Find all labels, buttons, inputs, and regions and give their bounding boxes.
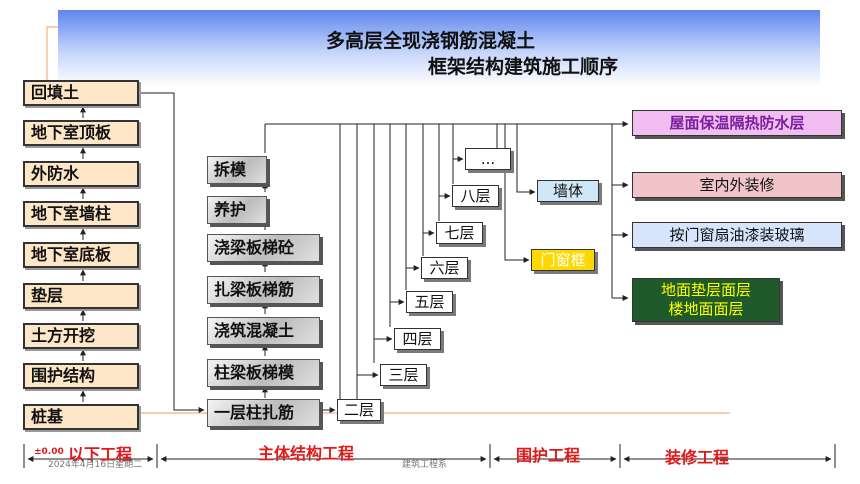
floor-finish-box: 地面垫层面层 楼地面面层 [632,278,780,322]
floor-8: 八层 [452,185,499,207]
floor-5: 五层 [406,291,453,313]
stage-external-waterproofing: 外防水 [23,161,139,187]
floor-3: 三层 [380,364,427,386]
step-pour-concrete: 浇筑混凝土 [207,317,320,345]
title-line-2: 框架结构建筑施工顺序 [428,56,619,78]
wall-box: 墙体 [537,180,599,202]
phase-main-structure: 主体结构工程 [258,444,355,463]
floor-7: 七层 [436,222,483,244]
door-window-frame-box: 门窗框 [531,249,595,271]
stage-basement-roof-slab: 地下室顶板 [23,120,139,146]
stage-backfill: 回填土 [23,80,139,106]
floor-6: 六层 [421,257,468,279]
phase-below-ground: 以下工程 [68,445,133,464]
step-formwork-removal: 拆模 [207,156,267,184]
floor-finish-line-2: 楼地面面层 [668,300,744,318]
phase-enclosure: 围护工程 [516,446,581,465]
floor-4: 四层 [394,328,441,350]
step-rebar-beam-slab-stair: 扎梁板梯筋 [207,276,320,304]
floor-2: 二层 [337,399,381,421]
interior-exterior-decoration-box: 室内外装修 [632,172,842,198]
elevation-label: ±0.00 [34,447,64,457]
floor-finish-line-1: 地面垫层面层 [660,281,751,299]
stage-basement-floor-slab: 地下室底板 [23,242,139,268]
stage-cushion-layer: 垫层 [23,283,139,309]
roof-insulation-waterproof-box: 屋面保温隔热防水层 [632,110,842,136]
step-curing: 养护 [207,196,267,224]
title-line-1: 多高层全现浇钢筋混凝土 [326,30,536,52]
phase-decoration: 装修工程 [665,448,730,467]
stage-retaining-structure: 围护结构 [23,363,139,389]
stage-basement-walls-columns: 地下室墙柱 [23,201,139,227]
stage-earthwork-excavation: 土方开挖 [23,323,139,349]
floor-more: ... [465,148,511,170]
step-first-floor-column-rebar: 一层柱扎筋 [207,399,320,427]
step-formwork-column-beam: 柱梁板梯模 [207,359,320,387]
title-banner: 多高层全现浇钢筋混凝土 框架结构建筑施工顺序 [58,10,820,86]
step-pour-beam-slab-stair: 浇梁板梯砼 [207,234,320,262]
stage-pile-foundation: 桩基 [23,404,139,430]
doors-windows-paint-glass-box: 按门窗扇油漆装玻璃 [632,222,842,248]
footer-date: 2024年4月16日星期二 [48,460,143,470]
footer-department: 建筑工程系 [402,460,448,470]
